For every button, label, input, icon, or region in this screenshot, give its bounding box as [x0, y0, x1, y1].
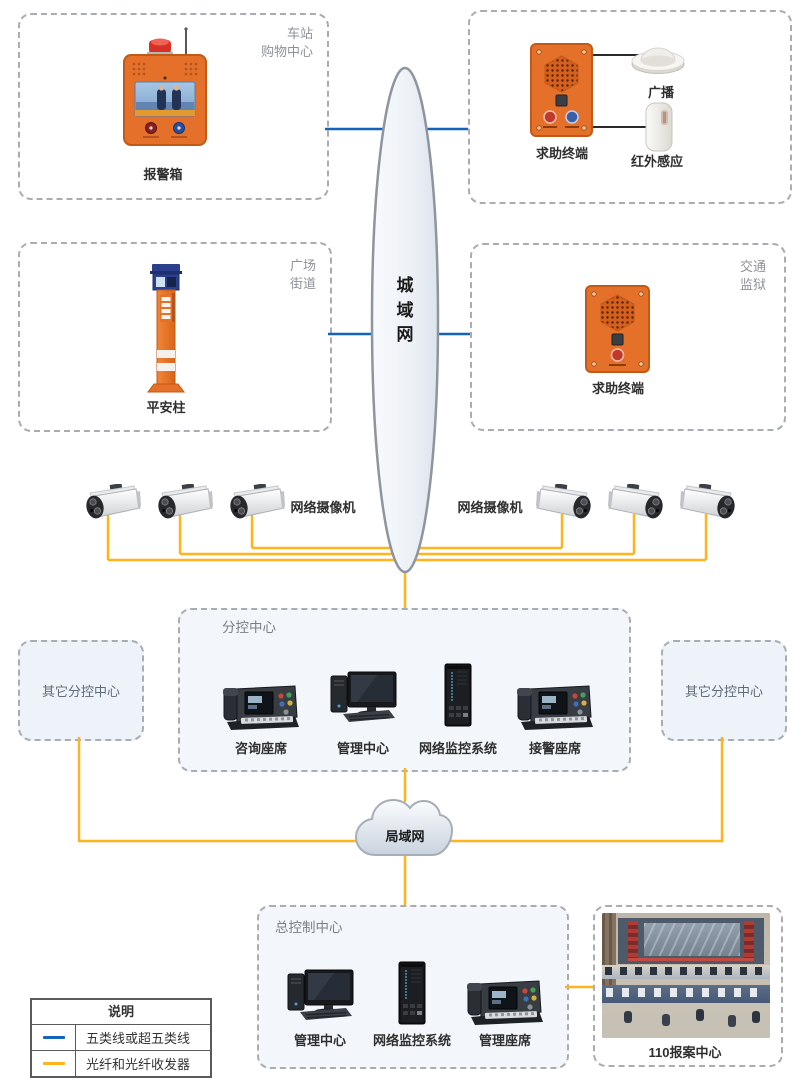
camera-group-right-label: 网络摄像机 [457, 500, 523, 515]
metro-network-label: 城 域 网 [396, 276, 414, 345]
zone-station-corner-label: 车站 购物中心 [260, 26, 313, 60]
lan-label: 局域网 [385, 829, 425, 844]
legend-fiber-label: 光纤和光纤收发器 [86, 1057, 191, 1072]
other-center-left-box: 其它分控中心 [18, 640, 144, 741]
phone-console-icon [465, 976, 545, 1026]
computer-icon [284, 968, 356, 1020]
zone-help-box [468, 10, 792, 204]
network-camera-icon [80, 484, 144, 526]
network-camera-icon [677, 484, 741, 526]
seat-label: 网络监控系统 [418, 741, 497, 756]
cat5-line-swatch [32, 1025, 76, 1050]
help-terminal2-label: 求助终端 [591, 381, 644, 396]
seat-label: 管理座席 [478, 1033, 531, 1048]
network-camera-icon [605, 484, 669, 526]
alarm-box-icon [123, 26, 207, 146]
legend-row-fiber: 光纤和光纤收发器 [32, 1050, 210, 1076]
legend-title: 说明 [107, 1004, 134, 1019]
seat-label: 咨询座席 [234, 741, 287, 756]
seat-label: 管理中心 [336, 741, 389, 756]
zone-traffic-corner-label: 交通 监狱 [739, 259, 766, 293]
zone-plaza-corner-label: 广场 街道 [289, 258, 316, 292]
seat-label: 网络监控系统 [372, 1033, 451, 1048]
seat-label: 管理中心 [293, 1033, 346, 1048]
legend-row-cat5: 五类线或超五类线 [32, 1024, 210, 1050]
help-terminal-icon [530, 43, 593, 137]
network-camera-icon [152, 484, 216, 526]
help-terminal-label: 求助终端 [535, 146, 588, 161]
report-center-label: 110报案中心 [648, 1045, 722, 1060]
broadcast-speaker-icon [631, 37, 685, 75]
alarm-box-label: 报警箱 [143, 167, 183, 182]
safety-pillar-icon [144, 262, 188, 394]
sub-control-title: 分控中心 [222, 620, 276, 635]
server-icon [441, 662, 475, 728]
report-center-photo [602, 913, 770, 1038]
help-terminal2-icon [585, 285, 650, 373]
fiber-line-swatch [32, 1051, 76, 1076]
computer-icon [327, 670, 399, 722]
phone-console-icon [221, 681, 301, 731]
main-control-title: 总控制中心 [275, 920, 343, 935]
infrared-label: 红外感应 [630, 154, 683, 169]
seat-label: 接警座席 [528, 741, 581, 756]
other-center-right-box: 其它分控中心 [661, 640, 787, 741]
other-center-left-label: 其它分控中心 [41, 684, 120, 699]
legend-cat5-label: 五类线或超五类线 [86, 1031, 191, 1046]
camera-group-left-label: 网络摄像机 [290, 500, 356, 515]
safety-pillar-label: 平安柱 [146, 400, 186, 415]
infrared-sensor-icon [644, 102, 674, 152]
other-center-right-label: 其它分控中心 [684, 684, 763, 699]
lan-cloud-shape [354, 798, 454, 856]
legend: 说明 五类线或超五类线 光纤和光纤收发器 [30, 998, 212, 1078]
broadcast-label: 广播 [647, 85, 674, 100]
server-icon [395, 960, 429, 1026]
phone-console-icon [515, 681, 595, 731]
